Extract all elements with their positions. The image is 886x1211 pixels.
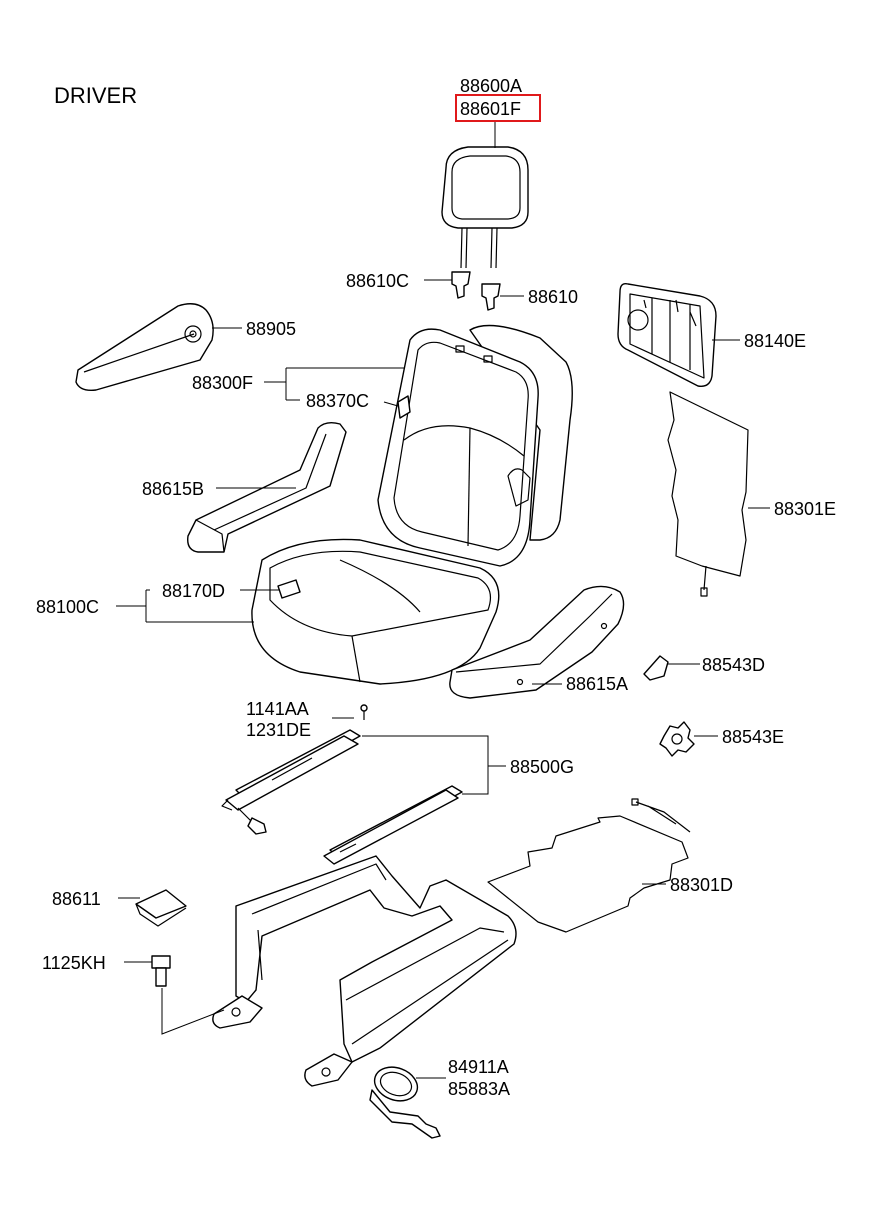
label-88615A[interactable]: 88615A <box>566 674 628 694</box>
seat-riser-drawing[interactable] <box>212 855 517 1087</box>
seatback-pad-drawing[interactable] <box>667 391 749 597</box>
label-88601F[interactable]: 88601F <box>460 99 521 119</box>
label-88905[interactable]: 88905 <box>246 319 296 339</box>
label-88500G[interactable]: 88500G <box>510 757 574 777</box>
seat-track-left-drawing[interactable] <box>221 729 361 835</box>
seat-cushion-drawing[interactable] <box>251 538 500 685</box>
headrest-guide-left[interactable] <box>451 271 471 299</box>
label-85883A[interactable]: 85883A <box>448 1079 510 1099</box>
headrest-guide-right[interactable] <box>481 283 501 311</box>
seat-track-right-drawing[interactable] <box>323 785 463 865</box>
label-88301D[interactable]: 88301D <box>670 875 733 895</box>
knob-drawing[interactable] <box>659 721 695 757</box>
seat-back-drawing[interactable] <box>377 324 573 567</box>
label-88611[interactable]: 88611 <box>52 889 101 909</box>
label-88600A[interactable]: 88600A <box>460 76 522 96</box>
label-88610[interactable]: 88610 <box>528 287 578 307</box>
diagram-title: DRIVER <box>54 83 137 108</box>
side-cover-left-drawing[interactable] <box>187 421 347 553</box>
label-88543D[interactable]: 88543D <box>702 655 765 675</box>
highlight-box <box>455 94 541 122</box>
label-88170D[interactable]: 88170D <box>162 581 225 601</box>
screw-drawing[interactable] <box>360 704 368 720</box>
label-1141AA[interactable]: 1141AA <box>246 699 309 719</box>
headrest-drawing[interactable] <box>441 146 529 269</box>
label-88610C[interactable]: 88610C <box>346 271 409 291</box>
label-88300F[interactable]: 88300F <box>192 373 253 393</box>
label-88301E[interactable]: 88301E <box>774 499 836 519</box>
clip-bracket-drawing[interactable] <box>369 1061 441 1139</box>
label-88615B[interactable]: 88615B <box>142 479 204 499</box>
recliner-lever-drawing[interactable] <box>643 655 669 681</box>
label-88543E[interactable]: 88543E <box>722 727 784 747</box>
label-88140E[interactable]: 88140E <box>744 331 806 351</box>
label-88100C[interactable]: 88100C <box>36 597 99 617</box>
plate-88611-drawing[interactable] <box>135 889 187 927</box>
label-84911A[interactable]: 84911A <box>448 1057 509 1077</box>
seatback-board-drawing[interactable] <box>617 282 717 387</box>
side-cover-right-drawing[interactable] <box>449 585 625 699</box>
bolt-1125kh-drawing[interactable] <box>151 955 171 987</box>
cushion-pad-drawing[interactable] <box>487 798 691 933</box>
armrest-drawing[interactable] <box>75 303 214 392</box>
label-1125KH[interactable]: 1125KH <box>42 953 106 973</box>
label-1231DE[interactable]: 1231DE <box>246 720 311 740</box>
label-88370C[interactable]: 88370C <box>306 391 369 411</box>
